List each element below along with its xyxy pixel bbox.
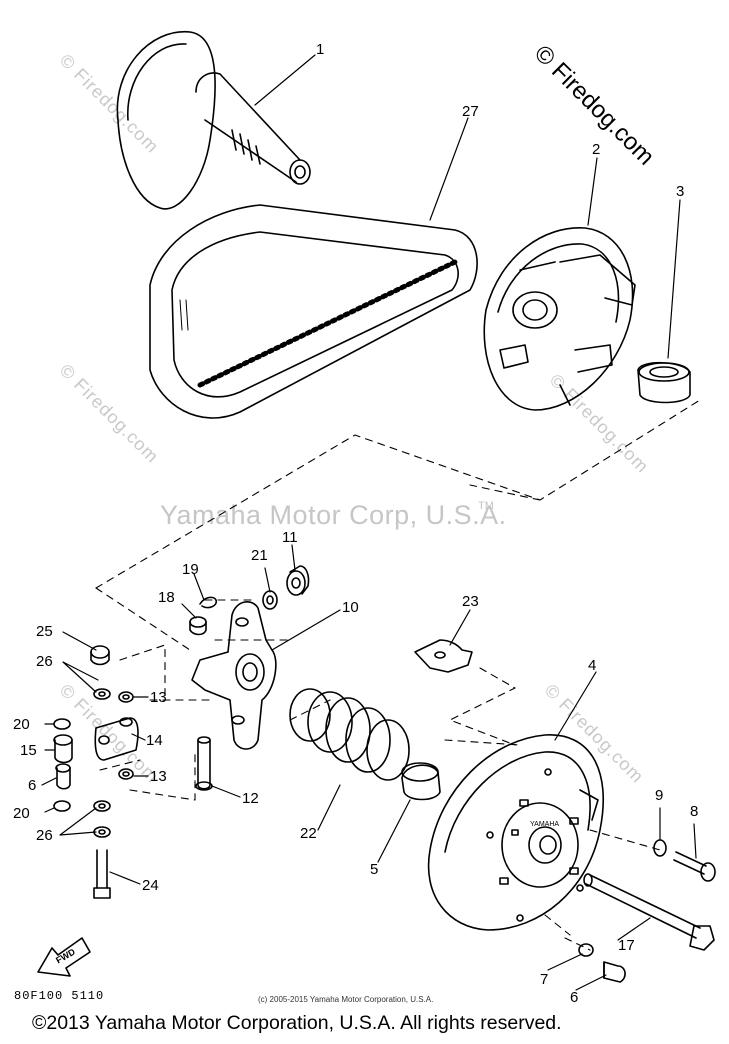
part-1-primary-sheave <box>116 31 311 210</box>
trademark-mark: TM <box>478 500 494 512</box>
part-9-washer <box>653 839 667 857</box>
small-copyright: (c) 2005-2015 Yamaha Motor Corporation, … <box>258 995 434 1004</box>
callout-15: 15 <box>20 742 37 759</box>
part-13-collar-lower <box>118 768 134 780</box>
callout-27: 27 <box>462 103 479 120</box>
callout-8: 8 <box>690 803 698 820</box>
part-24-bolt <box>93 849 111 899</box>
callout-26-lower: 26 <box>36 827 53 844</box>
callout-10: 10 <box>342 599 359 616</box>
callout-1: 1 <box>316 41 324 58</box>
callout-20-lower: 20 <box>13 805 30 822</box>
part-20-washer-upper <box>53 718 71 730</box>
leader-lines <box>41 54 697 991</box>
part-3-bushing <box>637 361 691 404</box>
part-14-weight-arm <box>94 717 139 761</box>
assembly-guide-lines <box>95 399 701 951</box>
part-26-washer-mid <box>93 800 111 812</box>
callout-19: 19 <box>182 561 199 578</box>
callout-23: 23 <box>462 593 479 610</box>
callout-25: 25 <box>36 623 53 640</box>
part-27-v-belt <box>149 204 478 419</box>
part-12-pin <box>195 736 213 791</box>
callout-3: 3 <box>676 183 684 200</box>
part-19-clip <box>199 596 218 609</box>
callout-14: 14 <box>146 732 163 749</box>
part-21-washer <box>262 590 278 610</box>
part-13-collar-upper <box>118 691 134 703</box>
part-8-bolt <box>673 851 716 882</box>
callout-6-left: 6 <box>28 777 36 794</box>
callout-6-right: 6 <box>570 989 578 1006</box>
part-22-spring <box>289 688 410 781</box>
part-15-roller <box>53 734 73 764</box>
callout-12: 12 <box>242 790 259 807</box>
part-17-bolt <box>583 873 715 951</box>
part-20-washer-lower <box>53 800 71 812</box>
part-11-bushing <box>286 565 310 596</box>
callout-2: 2 <box>592 141 600 158</box>
callout-20-upper: 20 <box>13 716 30 733</box>
callout-22: 22 <box>300 825 317 842</box>
part-6-bolt <box>603 961 626 983</box>
callout-7: 7 <box>540 971 548 988</box>
part-25-nut <box>90 645 110 666</box>
yamaha-corp-watermark: Yamaha Motor Corp, U.S.A. <box>160 500 507 530</box>
callout-17: 17 <box>618 937 635 954</box>
callout-9: 9 <box>655 787 663 804</box>
part-23-bracket <box>414 639 473 673</box>
callout-18: 18 <box>158 589 175 606</box>
part-10-spider <box>191 601 277 750</box>
callout-11: 11 <box>282 529 298 546</box>
callout-13-upper: 13 <box>150 689 167 706</box>
callout-24: 24 <box>142 877 159 894</box>
callout-5: 5 <box>370 861 378 878</box>
callout-13-lower: 13 <box>150 768 167 785</box>
fwd-arrow-icon <box>37 937 91 977</box>
footer-copyright: ©2013 Yamaha Motor Corporation, U.S.A. A… <box>32 1012 562 1034</box>
sheave-logo-text: YAMAHA <box>530 821 559 828</box>
part-6-pin-left <box>55 763 71 790</box>
callout-26-upper: 26 <box>36 653 53 670</box>
part-5-bushing <box>401 762 441 801</box>
diagram-code: 80F100 5110 <box>14 989 105 1003</box>
callout-21: 21 <box>251 547 268 564</box>
part-18-collar <box>189 616 207 636</box>
part-26-washer-upper <box>93 688 111 700</box>
part-7-washer <box>578 943 594 957</box>
callout-4: 4 <box>588 657 596 674</box>
part-2-sheave-cap <box>483 227 636 411</box>
part-4-movable-sheave <box>427 734 604 931</box>
